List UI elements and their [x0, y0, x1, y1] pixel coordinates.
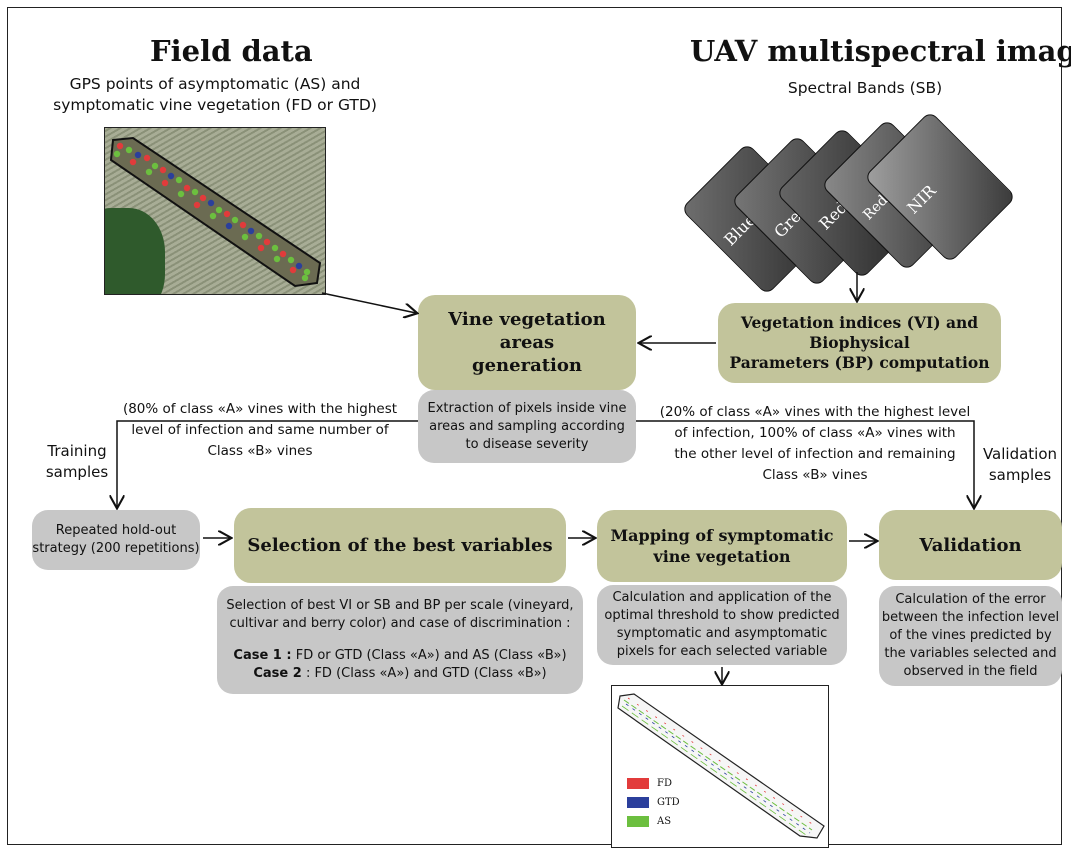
box-line: Calculation of the error: [895, 592, 1046, 607]
box-line: optimal threshold to show predicted: [604, 608, 840, 623]
field-subtitle-line: symptomatic vine vegetation (FD or GTD): [53, 96, 377, 114]
box-line: vine vegetation: [653, 547, 791, 566]
box-line: pixels for each selected variable: [616, 644, 828, 659]
map-strip: [617, 693, 825, 839]
validation-note: (20% of class «A» vines with the highest…: [650, 402, 980, 486]
case-2-text: : FD (Class «A») and GTD (Class «B»): [301, 666, 547, 681]
gps-points-overlay: [109, 136, 322, 288]
training-samples-label: Training samples: [32, 441, 122, 483]
training-note: (80% of class «A» vines with the highest…: [110, 399, 410, 462]
note-line: of infection, 100% of class «A» vines wi…: [674, 425, 956, 441]
label-line: Validation: [982, 445, 1058, 463]
validation-samples-label: Validation samples: [975, 444, 1065, 486]
label-line: samples: [988, 466, 1052, 484]
legend-swatch-gtd: [627, 797, 649, 808]
box-line: Vegetation indices (VI) and: [740, 313, 979, 332]
mapping-desc-box: Calculation and application of the optim…: [597, 585, 847, 665]
arrow-field-to-areas: [321, 292, 416, 313]
box-line: Vine vegetation: [448, 309, 606, 330]
case-2-line: Case 2 : FD (Class «A») and GTD (Class «…: [253, 665, 546, 683]
field-data-subtitle: GPS points of asymptomatic (AS) and symp…: [45, 74, 385, 116]
case-2-label: Case 2: [253, 666, 302, 681]
note-line: Class «B» vines: [762, 467, 868, 483]
note-line: Class «B» vines: [207, 443, 313, 459]
box-line: of the vines predicted by: [889, 628, 1052, 643]
mapping-box: Mapping of symptomatic vine vegetation: [597, 510, 847, 582]
field-data-title: Field data: [150, 34, 313, 68]
box-line: Selection of best VI or SB and BP per sc…: [226, 598, 574, 613]
field-aerial-image: [104, 127, 326, 295]
tree-patch: [105, 208, 165, 294]
box-line: to disease severity: [465, 436, 589, 452]
case-1-line: Case 1 : FD or GTD (Class «A») and AS (C…: [233, 647, 566, 665]
box-line: cultivar and berry color) and case of di…: [229, 616, 571, 631]
gps-points: [113, 142, 311, 282]
note-line: (20% of class «A» vines with the highest…: [659, 404, 971, 420]
note-line: (80% of class «A» vines with the highest: [122, 401, 398, 417]
figure-frame: [7, 7, 1062, 845]
symptom-map-image: FD GTD AS: [611, 685, 829, 848]
arrow-to-validation: [636, 420, 974, 507]
box-line: the variables selected and: [884, 646, 1057, 661]
legend-swatch-fd: [627, 778, 649, 789]
holdout-box: Repeated hold-out strategy (200 repetiti…: [32, 510, 200, 570]
note-line: level of infection and same number of: [131, 422, 389, 438]
legend-label-as: AS: [657, 816, 672, 827]
label-line: Training: [47, 442, 107, 460]
extraction-box: Extraction of pixels inside vine areas a…: [418, 390, 636, 463]
box-line: symptomatic and asymptomatic: [616, 626, 828, 641]
box-line: Calculation and application of the: [612, 590, 832, 605]
validation-box: Validation: [879, 510, 1062, 580]
box-line: Biophysical: [809, 333, 910, 352]
vegetation-indices-box: Vegetation indices (VI) and Biophysical …: [718, 303, 1001, 383]
box-line: areas: [499, 332, 555, 353]
box-line: observed in the field: [903, 664, 1038, 679]
box-line: Extraction of pixels inside vine: [427, 400, 627, 416]
box-line: Mapping of symptomatic: [610, 526, 834, 545]
box-line: between the infection level: [881, 610, 1060, 625]
legend-label-fd: FD: [657, 778, 672, 789]
box-line: Parameters (BP) computation: [729, 353, 990, 372]
note-line: the other level of infection and remaini…: [674, 446, 956, 462]
case-1-text: FD or GTD (Class «A») and AS (Class «B»): [291, 648, 567, 663]
legend-label-gtd: GTD: [657, 797, 680, 808]
label-line: samples: [45, 463, 109, 481]
validation-desc-box: Calculation of the error between the inf…: [879, 586, 1062, 686]
selection-box: Selection of the best variables: [234, 508, 566, 583]
uav-title: UAV multispectral images: [690, 34, 1071, 68]
box-line: areas and sampling according: [429, 418, 625, 434]
box-line: generation: [472, 355, 582, 376]
arrow-to-training: [117, 420, 418, 507]
vine-areas-generation-box: Vine vegetation areas generation: [418, 295, 636, 390]
case-1-label: Case 1 :: [233, 648, 292, 663]
uav-subtitle: Spectral Bands (SB): [787, 79, 943, 97]
selection-desc-box: Selection of best VI or SB and BP per sc…: [217, 586, 583, 694]
box-line: strategy (200 repetitions): [32, 541, 200, 556]
legend-swatch-as: [627, 816, 649, 827]
field-subtitle-line: GPS points of asymptomatic (AS) and: [69, 75, 361, 93]
box-line: Repeated hold-out: [55, 523, 177, 538]
